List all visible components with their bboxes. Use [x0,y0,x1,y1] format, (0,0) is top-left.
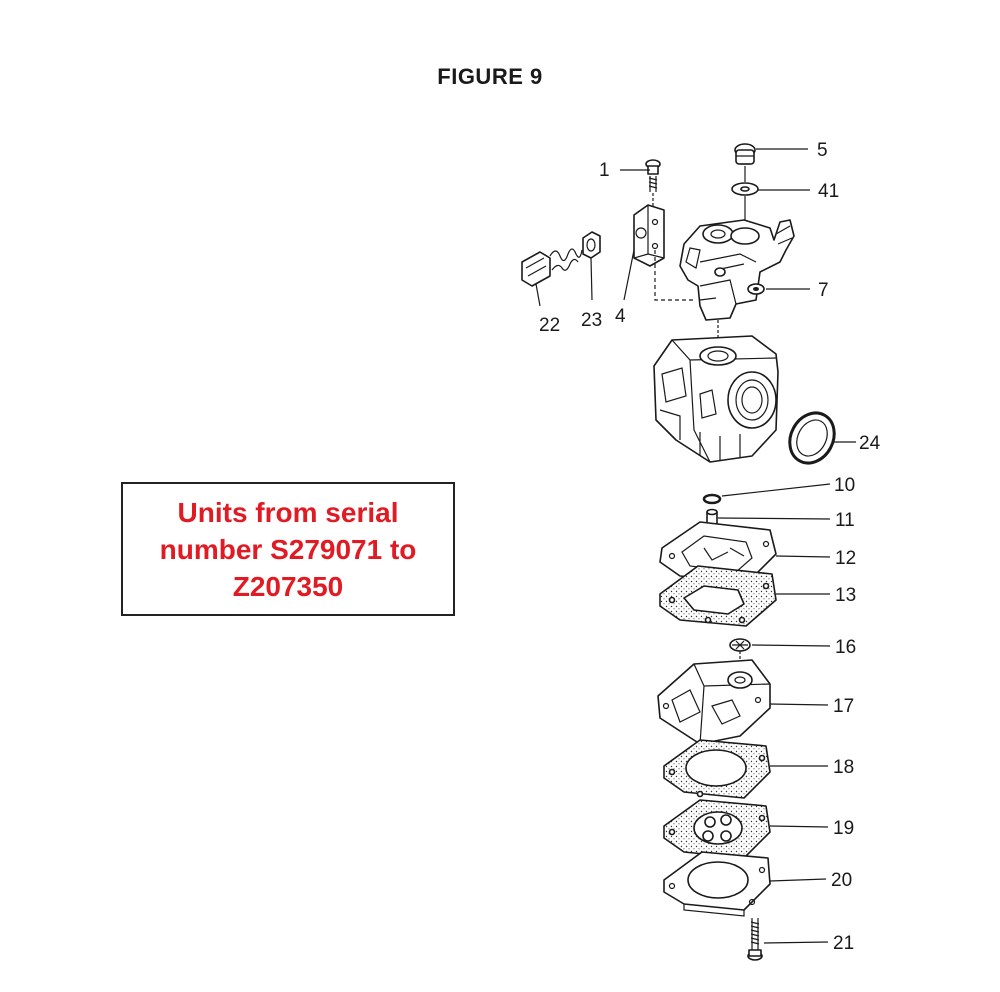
leader-4 [623,249,635,301]
carburetor-body [653,335,779,463]
figure-title: FIGURE 9 [437,64,543,89]
callout-17: 17 [833,696,854,717]
callout-leaders [535,148,856,944]
callout-4: 4 [615,306,626,327]
leader-19 [769,825,829,828]
part-13-gasket [659,565,777,627]
callout-1: 1 [599,160,610,181]
part-17-pump-body [657,659,771,745]
leader-23 [590,257,593,301]
part-10-o-ring [702,493,722,505]
leader-17 [769,703,829,706]
callout-labels: 1 5 41 7 22 23 4 24 10 11 12 13 16 17 18… [539,140,881,954]
serial-range-notice: Units from serial number S279071 to Z207… [121,482,455,616]
part-19-diaphragm [663,799,771,859]
callout-22: 22 [539,315,560,336]
part-12-plate [659,521,777,583]
callout-21: 21 [833,933,854,954]
callout-10: 10 [834,475,855,496]
leader-20 [769,878,827,882]
leader-12 [775,555,831,558]
part-23-nut [582,231,601,259]
callout-18: 18 [833,757,854,778]
callout-41: 41 [818,181,839,202]
leader-10 [721,483,831,497]
leader-16 [751,644,831,647]
callout-20: 20 [831,870,852,891]
callout-11: 11 [835,510,855,531]
leader-22 [535,283,541,307]
part-20-cover [663,851,771,917]
callout-19: 19 [833,818,854,839]
part-4-bracket [633,204,695,301]
part-1-screw [645,159,661,216]
part-7-grommet [747,283,765,295]
part-5-adjusting-screw [734,143,756,182]
part-41-washer [731,182,759,226]
part-18-gasket [663,739,771,799]
callout-13: 13 [835,585,856,606]
callout-23: 23 [581,310,602,331]
throttle-housing [679,219,795,356]
serial-range-notice-text: Units from serial number S279071 to Z207… [159,496,417,602]
callout-24: 24 [859,433,881,454]
part-21-screw [747,918,763,961]
leader-21 [763,941,829,944]
callout-12: 12 [835,548,856,569]
callout-7: 7 [818,280,829,301]
part-22-idle-screw [521,248,583,287]
callout-16: 16 [835,637,856,658]
callout-5: 5 [817,140,828,161]
part-24-seal-ring [788,411,836,465]
leader-11 [717,517,831,520]
part-11-needle-valve [706,508,718,527]
